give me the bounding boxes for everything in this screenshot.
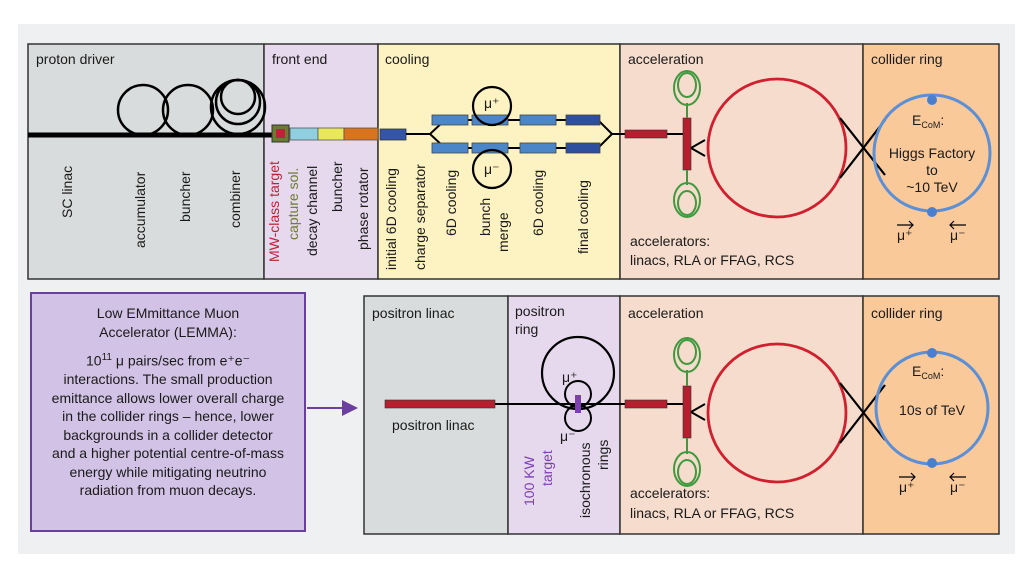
label-sc-linac: SC linac bbox=[59, 166, 75, 218]
label-accelerators-top: accelerators: bbox=[630, 233, 710, 249]
lemma-line-4: in the collider rings – hence, lower bbox=[62, 408, 274, 425]
accel-rla-block bbox=[682, 117, 692, 171]
header-positron-ring-1: positron bbox=[515, 303, 565, 319]
label-ecom-top: ECoM: bbox=[912, 112, 944, 130]
label-ring-mu-plus-bottom: μ⁺ bbox=[899, 479, 914, 495]
initial-6d-cooling-block bbox=[379, 128, 407, 141]
buncher-ring bbox=[161, 83, 215, 137]
ip-dot-top-2 bbox=[927, 207, 937, 217]
header-acceleration-bottom: acceleration bbox=[628, 305, 704, 321]
lemma-line-5: backgrounds in a collider detector bbox=[63, 426, 273, 443]
lemma-line-2: interactions. The small production bbox=[63, 371, 273, 388]
lemma-line-3: emittance allows lower overall charge bbox=[51, 389, 285, 406]
lemma-title-line-1: Low EMmittance Muon bbox=[96, 305, 240, 321]
accel-rla-block-bottom bbox=[682, 385, 692, 439]
lemma-info-box: Low EMmittance Muon Accelerator (LEMMA):… bbox=[30, 292, 306, 532]
header-collider-ring-bottom: collider ring bbox=[871, 305, 943, 321]
ip-dot-bottom-2 bbox=[927, 458, 937, 468]
rla-arcs-bottom bbox=[673, 337, 701, 487]
header-front-end: front end bbox=[272, 51, 327, 67]
label-cool-mu-plus: μ⁺ bbox=[484, 95, 499, 111]
label-accumulator: accumulator bbox=[132, 171, 148, 248]
cooling-cells-lower bbox=[431, 142, 601, 154]
accel-linac-block-bottom bbox=[624, 399, 668, 409]
label-buncher: buncher bbox=[177, 171, 193, 222]
lemma-line-7: energy while mitigating neutrino bbox=[69, 463, 267, 480]
arrow-mu-plus-top bbox=[897, 220, 914, 230]
section-positron-linac bbox=[363, 295, 509, 535]
label-bunch: bunch bbox=[477, 198, 493, 236]
label-ring-mu-plus-top: μ⁺ bbox=[897, 227, 912, 243]
accumulator-ring bbox=[116, 83, 170, 137]
ip-dot-bottom-1 bbox=[927, 348, 937, 358]
label-higgs-1: Higgs Factory bbox=[889, 145, 975, 161]
section-acceleration-bottom bbox=[619, 295, 864, 535]
label-tev: 10s of TeV bbox=[899, 402, 966, 418]
label-merge: merge bbox=[495, 212, 511, 252]
ip-dot-top-1 bbox=[927, 95, 937, 105]
label-6d-cooling-2: 6D cooling bbox=[530, 170, 546, 236]
section-cooling bbox=[377, 43, 621, 280]
mu-plus-merge-ring bbox=[471, 85, 513, 127]
label-higgs-3: ~10 TeV bbox=[906, 179, 958, 195]
positron-linac-block bbox=[384, 399, 496, 409]
label-phase-rotator: phase rotator bbox=[355, 167, 371, 250]
rla-arcs-top bbox=[673, 70, 701, 218]
label-positron-linac: positron linac bbox=[392, 417, 475, 433]
label-accelerators-bottom: accelerators: bbox=[630, 485, 710, 501]
label-target-1: 100 KW bbox=[521, 455, 537, 506]
label-decay-channel: decay channel bbox=[304, 166, 320, 256]
section-collider-ring-bottom bbox=[862, 295, 1000, 535]
buncher-block bbox=[317, 127, 345, 141]
header-acceleration: acceleration bbox=[628, 51, 704, 67]
label-initial-6d: initial 6D cooling bbox=[383, 168, 399, 270]
section-acceleration bbox=[619, 43, 864, 280]
arrow-mu-plus-bottom bbox=[899, 472, 916, 482]
header-positron-linac: positron linac bbox=[372, 305, 455, 321]
header-positron-ring-2: ring bbox=[515, 321, 538, 337]
label-6d-cooling-1: 6D cooling bbox=[443, 170, 459, 236]
label-iso-1: isochronous bbox=[577, 443, 593, 519]
label-charge-separator: charge separator bbox=[412, 164, 428, 270]
section-front-end bbox=[263, 43, 379, 280]
section-collider-ring bbox=[862, 43, 1000, 280]
label-ring-mu-minus-top: μ⁻ bbox=[950, 227, 965, 243]
mu-minus-merge-ring bbox=[471, 148, 513, 190]
label-cool-mu-minus: μ⁻ bbox=[484, 161, 499, 177]
lemma-title-line-2: Accelerator (LEMMA): bbox=[99, 323, 237, 340]
header-collider-ring: collider ring bbox=[871, 51, 943, 67]
header-cooling: cooling bbox=[385, 51, 429, 67]
lemma-line-1: 1011 μ pairs/sec from e⁺e⁻ bbox=[86, 352, 250, 369]
header-proton-driver: proton driver bbox=[36, 51, 115, 67]
arrow-mu-minus-top bbox=[949, 220, 966, 230]
label-pr-mu-minus: μ⁻ bbox=[560, 428, 575, 444]
accel-rcs-ring-top bbox=[706, 77, 848, 219]
label-accel-types-bottom: linacs, RLA or FFAG, RCS bbox=[630, 505, 794, 521]
label-final-cooling: final cooling bbox=[575, 180, 591, 254]
label-pr-mu-plus: μ⁺ bbox=[562, 369, 577, 385]
arrow-mu-minus-bottom bbox=[949, 472, 966, 482]
mw-target-core bbox=[276, 129, 285, 138]
label-higgs-2: to bbox=[926, 162, 938, 178]
phase-rotator-block bbox=[343, 127, 379, 141]
lemma-line-6: and a higher potential centre-of-mass bbox=[52, 445, 284, 462]
decay-channel-block bbox=[289, 127, 319, 141]
label-mw-target: MW-class target bbox=[266, 161, 282, 262]
accel-rcs-ring-bottom bbox=[706, 342, 848, 484]
lemma-line-8: radiation from muon decays. bbox=[79, 482, 257, 499]
label-capture-sol: capture sol. bbox=[285, 168, 301, 240]
label-iso-2: rings bbox=[595, 440, 611, 470]
label-combiner: combiner bbox=[227, 170, 243, 228]
accel-linac-block bbox=[624, 129, 668, 139]
positron-target bbox=[575, 395, 581, 413]
label-ring-mu-minus-bottom: μ⁻ bbox=[950, 479, 965, 495]
combiner-rings bbox=[209, 78, 267, 136]
label-target-2: target bbox=[539, 450, 555, 486]
label-ecom-bottom: ECoM: bbox=[912, 363, 944, 381]
label-accel-types-top: linacs, RLA or FFAG, RCS bbox=[630, 252, 794, 268]
section-positron-ring bbox=[507, 295, 621, 535]
label-fe-buncher: buncher bbox=[329, 161, 345, 212]
